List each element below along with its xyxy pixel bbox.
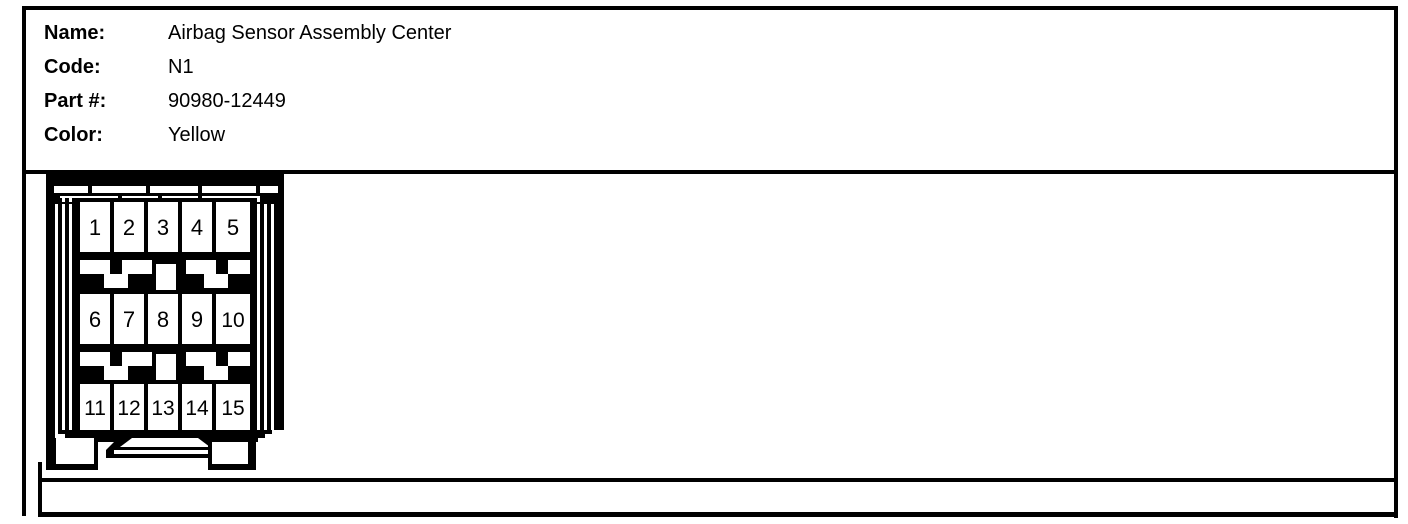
spec-value-code: N1 — [168, 56, 194, 78]
pin-label-3: 3 — [157, 215, 169, 240]
frame-header-divider — [22, 170, 1398, 174]
pin-label-2: 2 — [123, 215, 135, 240]
pin-label-8: 8 — [157, 307, 169, 332]
specification-list: Name: Airbag Sensor Assembly Center Code:… — [44, 16, 944, 152]
spec-row-color: Color: Yellow — [44, 118, 944, 152]
spec-row-part-number: Part #: 90980-12449 — [44, 84, 944, 118]
pin-label-15: 15 — [221, 397, 244, 420]
pin-label-7: 7 — [123, 307, 135, 332]
frame-bottom-rule — [38, 512, 1398, 517]
pin-label-1: 1 — [89, 215, 101, 240]
pin-row-3: 11 12 13 14 15 — [76, 380, 254, 434]
pin-label-12: 12 — [117, 397, 140, 420]
spec-label-code: Code: — [44, 56, 101, 78]
pin-label-6: 6 — [89, 307, 101, 332]
pin-label-10: 10 — [221, 309, 244, 332]
connector-svg: 1 2 3 4 5 — [46, 172, 284, 470]
pin-label-5: 5 — [227, 215, 239, 240]
spec-label-name: Name: — [44, 22, 106, 44]
pin-row-2: 6 7 8 9 10 — [76, 290, 254, 348]
spec-label-color: Color: — [44, 124, 103, 146]
pin-label-4: 4 — [191, 215, 203, 240]
spec-value-part-number: 90980-12449 — [168, 90, 286, 112]
spec-value-name: Airbag Sensor Assembly Center — [168, 22, 452, 44]
pin-row-1: 1 2 3 4 5 — [76, 198, 254, 256]
pin-label-11: 11 — [84, 397, 106, 420]
pin-label-14: 14 — [185, 397, 209, 420]
latch-separator-1 — [76, 256, 254, 296]
spec-value-color: Yellow — [168, 124, 226, 146]
frame-left-rule — [22, 6, 26, 516]
connector-diagram: 1 2 3 4 5 — [40, 172, 290, 477]
spec-row-code: Code: N1 — [44, 50, 944, 84]
pin-label-13: 13 — [151, 397, 174, 420]
frame-footer-divider — [38, 478, 1398, 482]
frame-top-rule — [22, 6, 1398, 10]
frame-right-rule — [1394, 6, 1398, 518]
connector-bottom-tabs — [46, 430, 256, 470]
frame-bottom-left-rule — [38, 462, 42, 517]
spec-row-name: Name: Airbag Sensor Assembly Center — [44, 16, 944, 50]
pin-label-9: 9 — [191, 307, 203, 332]
spec-label-part-number: Part #: — [44, 90, 107, 112]
